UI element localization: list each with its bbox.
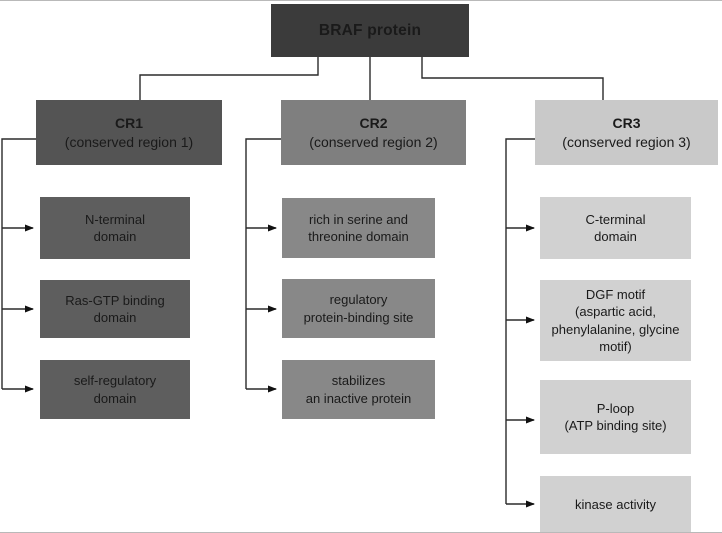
cr2-bracket-line: [245, 138, 281, 389]
node-label: rich in serine and threonine domain: [308, 211, 409, 244]
node-label: kinase activity: [575, 496, 656, 512]
root-to-cr3-line: [421, 57, 604, 100]
branch-header-cr3: CR3 (conserved region 3): [535, 100, 718, 165]
cr1-subtitle: (conserved region 1): [64, 133, 194, 150]
node-ras-gtp-binding-domain: Ras-GTP binding domain: [40, 280, 190, 338]
node-label: stabilizes an inactive protein: [305, 373, 412, 406]
cr3-subtitle: (conserved region 3): [562, 133, 691, 150]
node-c-terminal-domain: C-terminal domain: [540, 197, 691, 259]
cr1-title: CR1: [114, 115, 143, 132]
node-stabilizes-inactive-protein: stabilizes an inactive protein: [282, 360, 435, 419]
root-node-label: BRAF protein: [318, 21, 422, 39]
cr2-subtitle: (conserved region 2): [309, 133, 438, 150]
cr3-title: CR3: [612, 115, 641, 132]
node-label: self-regulatory domain: [73, 373, 157, 406]
node-label: N-terminal domain: [85, 211, 145, 244]
node-n-terminal-domain: N-terminal domain: [40, 197, 190, 259]
branch-header-cr1: CR1 (conserved region 1): [36, 100, 222, 165]
node-self-regulatory-domain: self-regulatory domain: [40, 360, 190, 419]
node-label: regulatory protein-binding site: [303, 292, 414, 325]
node-p-loop: P-loop (ATP binding site): [540, 380, 691, 454]
branch-header-cr2: CR2 (conserved region 2): [281, 100, 466, 165]
node-dgf-motif: DGF motif (aspartic acid, phenylalanine,…: [540, 280, 691, 361]
node-label: DGF motif (aspartic acid, phenylalanine,…: [551, 287, 680, 354]
cr3-bracket-line: [505, 138, 535, 504]
node-label: Ras-GTP binding domain: [65, 292, 165, 325]
root-to-cr1-line: [139, 57, 319, 100]
node-regulatory-protein-binding-site: regulatory protein-binding site: [282, 279, 435, 338]
cr1-bracket-line: [1, 138, 36, 389]
root-node-braf-protein: BRAF protein: [271, 4, 469, 57]
node-kinase-activity: kinase activity: [540, 476, 691, 532]
node-serine-threonine-domain: rich in serine and threonine domain: [282, 198, 435, 258]
cr2-title: CR2: [359, 115, 388, 132]
node-label: P-loop (ATP binding site): [564, 400, 667, 433]
node-label: C-terminal domain: [585, 211, 646, 244]
